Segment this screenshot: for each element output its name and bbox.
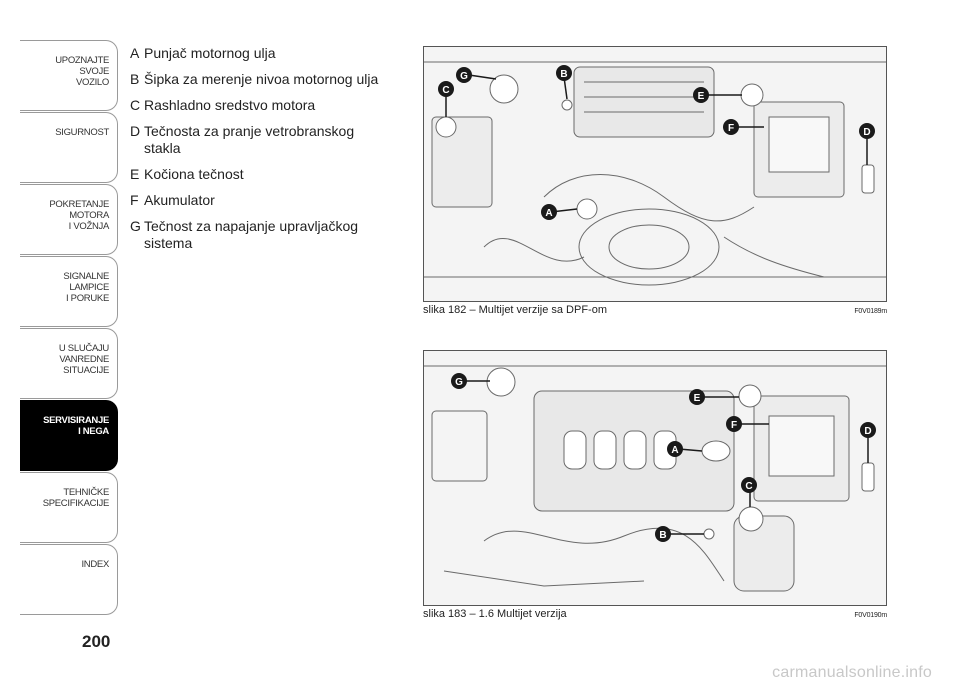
callout-letter: A bbox=[545, 208, 552, 219]
tab-signalne-lampice[interactable]: SIGNALNE LAMPICE I PORUKE bbox=[20, 256, 118, 327]
callout-marker bbox=[655, 526, 671, 542]
figure-caption: slika 182 – Multijet verzije sa DPF-om bbox=[423, 304, 608, 316]
figure-caption: slika 183 – 1.6 Multijet verzija bbox=[423, 608, 567, 620]
callout-letter: D bbox=[864, 426, 871, 437]
chapter-tabs: UPOZNAJTE SVOJE VOZILO SIGURNOST POKRETA… bbox=[20, 40, 118, 616]
callout-marker bbox=[741, 477, 757, 493]
callout-marker bbox=[556, 65, 572, 81]
legend-text: Tečnost za napajanje upravljačkog sistem… bbox=[144, 218, 359, 251]
tab-upoznajte-svoje-vozilo[interactable]: UPOZNAJTE SVOJE VOZILO bbox=[20, 40, 118, 111]
coolant-tank-shape bbox=[733, 515, 795, 592]
callout-marker bbox=[723, 119, 739, 135]
callout-letter: F bbox=[731, 420, 737, 431]
callout-marker bbox=[859, 123, 875, 139]
legend-letter: F bbox=[130, 192, 139, 208]
callout-letter: D bbox=[863, 127, 870, 138]
figure-code: F0V0190m bbox=[854, 612, 887, 619]
callout-letter: B bbox=[560, 69, 567, 80]
figure-182: G B C E F D A slika 182 – Multijet verzi… bbox=[423, 46, 887, 316]
legend-item: F Akumulator bbox=[130, 192, 390, 209]
callout-letter: B bbox=[659, 530, 666, 541]
coolant-tank-shape bbox=[431, 116, 493, 208]
watermark: carmanualsonline.info bbox=[772, 664, 932, 681]
tab-servisiranje-i-nega[interactable]: SERVISIRANJE I NEGA bbox=[20, 400, 118, 471]
callout-letter: C bbox=[442, 85, 449, 96]
tab-label: INDEX bbox=[81, 559, 109, 570]
legend-text: Punjač motornog ulja bbox=[144, 45, 276, 61]
callout-marker bbox=[456, 67, 472, 83]
legend-letter: A bbox=[130, 45, 140, 61]
engine-cover bbox=[573, 66, 715, 138]
figure-183: G E F D A C B slika 183 – 1.6 Multijet v… bbox=[423, 350, 887, 620]
callout-letter: C bbox=[745, 481, 752, 492]
callout-letter: F bbox=[728, 123, 734, 134]
callout-letter: G bbox=[455, 377, 463, 388]
callout-marker bbox=[541, 204, 557, 220]
legend-text: Šipka za merenje nivoa motornog ulja bbox=[144, 71, 379, 87]
tab-label: UPOZNAJTE SVOJE VOZILO bbox=[55, 55, 109, 88]
tab-tehnicke-specifikacije[interactable]: TEHNIČKE SPECIFIKACIJE bbox=[20, 472, 118, 543]
callout-marker bbox=[726, 416, 742, 432]
callout-marker bbox=[860, 422, 876, 438]
engine-bay-drawing: G B C E F D A bbox=[424, 61, 886, 286]
callout-letter: G bbox=[460, 71, 468, 82]
callout-marker bbox=[689, 389, 705, 405]
page-number: 200 bbox=[82, 632, 111, 651]
engine-bay-illustration: G B C E F D A bbox=[423, 46, 887, 302]
tab-pokretanje-motora[interactable]: POKRETANJE MOTORA I VOŽNJA bbox=[20, 184, 118, 255]
tab-label: SIGNALNE LAMPICE I PORUKE bbox=[63, 271, 109, 304]
callout-marker bbox=[438, 81, 454, 97]
engine-bay-illustration: G E F D A C B bbox=[423, 350, 887, 606]
callout-letter: E bbox=[694, 393, 701, 404]
tab-vanredne-situacije[interactable]: U SLUČAJU VANREDNE SITUACIJE bbox=[20, 328, 118, 399]
legend-text: Rashladno sredstvo motora bbox=[144, 97, 316, 113]
callout-marker bbox=[667, 441, 683, 457]
legend-letter: B bbox=[130, 71, 140, 87]
callout-marker bbox=[451, 373, 467, 389]
tab-sigurnost[interactable]: SIGURNOST bbox=[20, 112, 118, 183]
callout-letter: A bbox=[671, 445, 678, 456]
tab-label: TEHNIČKE SPECIFIKACIJE bbox=[42, 487, 110, 509]
engine-bay-drawing: G E F D A C B bbox=[424, 365, 886, 592]
callout-marker bbox=[693, 87, 709, 103]
legend-letter: D bbox=[130, 123, 141, 139]
legend-text: Tečnosta za pranje vetrobranskog stakla bbox=[144, 123, 355, 156]
tab-label: POKRETANJE MOTORA I VOŽNJA bbox=[49, 199, 109, 232]
legend-letter: G bbox=[130, 218, 141, 234]
legend-letter: C bbox=[130, 97, 141, 113]
legend-letter: E bbox=[130, 166, 140, 182]
figure-code: F0V0189m bbox=[854, 308, 887, 315]
tab-label: U SLUČAJU VANREDNE SITUACIJE bbox=[58, 343, 109, 376]
callout-letter: E bbox=[698, 91, 705, 102]
tab-index[interactable]: INDEX bbox=[20, 544, 118, 615]
legend-text: Kočiona tečnost bbox=[144, 166, 244, 182]
tab-label: SIGURNOST bbox=[55, 127, 109, 138]
legend-text: Akumulator bbox=[144, 192, 215, 208]
tab-label: SERVISIRANJE I NEGA bbox=[43, 415, 109, 437]
